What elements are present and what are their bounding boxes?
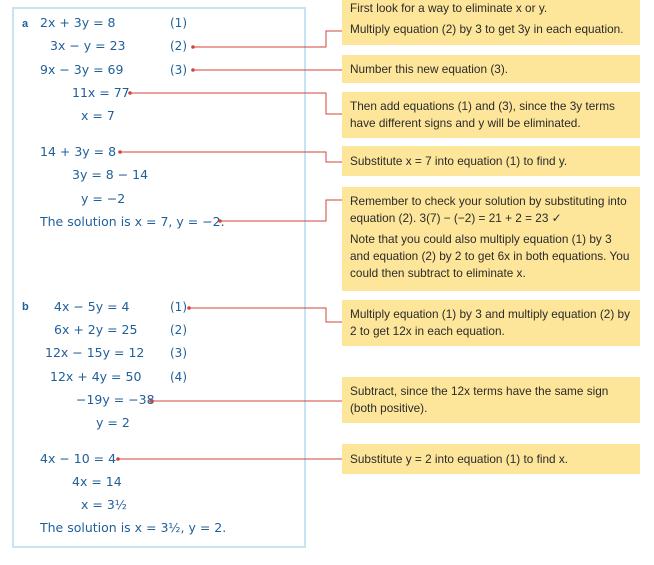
note-box: Substitute x = 7 into equation (1) to fi… <box>342 146 640 176</box>
note-text: Multiply equation (1) by 3 and multiply … <box>350 307 630 338</box>
worked-solution-panel <box>12 7 306 548</box>
note-text: Number this new equation (3). <box>350 62 509 76</box>
note-text: Multiply equation (2) by 3 to get 3y in … <box>350 22 624 36</box>
note-box: Number this new equation (3). <box>342 55 640 83</box>
solution-line: The solution is x = 3½, y = 2. <box>40 520 227 535</box>
leader-dot <box>187 306 191 310</box>
equation-number: (1) <box>170 16 187 30</box>
equation-line: 9x − 3y = 69 <box>40 62 124 77</box>
note-text: Subtract, since the 12x terms have the s… <box>350 384 609 415</box>
equation-line: 4x − 10 = 4 <box>40 451 117 466</box>
note-box: Multiply equation (1) by 3 and multiply … <box>342 300 640 346</box>
equation-number: (3) <box>170 63 187 77</box>
note-box: Remember to check your solution by subst… <box>342 187 640 291</box>
equation-line: 4x = 14 <box>72 474 122 489</box>
leader-line <box>220 199 342 222</box>
note-box: First look for a way to eliminate x or y… <box>342 0 640 45</box>
equation-number: (1) <box>170 300 187 314</box>
leader-dot <box>128 91 132 95</box>
note-box: Subtract, since the 12x terms have the s… <box>342 377 640 423</box>
leader-dot <box>191 45 195 49</box>
leader-line <box>130 92 342 115</box>
equation-number: (2) <box>170 323 187 337</box>
equation-line: 3x − y = 23 <box>50 38 126 53</box>
leader-dot <box>218 219 222 223</box>
equation-line: 6x + 2y = 25 <box>54 322 138 337</box>
leader-dot <box>149 399 153 403</box>
equation-line: x = 3½ <box>81 497 127 512</box>
leader-line <box>193 30 342 48</box>
equation-number: (2) <box>170 39 187 53</box>
note-box: Then add equations (1) and (3), since th… <box>342 92 640 138</box>
note-text: Then add equations (1) and (3), since th… <box>350 99 615 130</box>
leader-line <box>120 151 342 163</box>
part-a-label: a <box>22 18 29 30</box>
equation-line: 2x + 3y = 8 <box>40 15 116 30</box>
part-b-label: b <box>22 301 29 313</box>
note-text: Note that you could also multiply equati… <box>350 232 630 280</box>
equation-line: 4x − 5y = 4 <box>54 299 130 314</box>
note-box: Substitute y = 2 into equation (1) to fi… <box>342 444 640 474</box>
note-text: Substitute x = 7 into equation (1) to fi… <box>350 154 568 168</box>
leader-dot <box>116 457 120 461</box>
equation-line: y = 2 <box>96 415 130 430</box>
equation-line: −19y = −38 <box>76 392 155 407</box>
leader-dot <box>118 150 122 154</box>
equation-line: 12x − 15y = 12 <box>45 345 145 360</box>
equation-line: 14 + 3y = 8 <box>40 144 117 159</box>
note-text: Substitute y = 2 into equation (1) to fi… <box>350 452 569 466</box>
equation-line: 3y = 8 − 14 <box>72 167 149 182</box>
solution-line: The solution is x = 7, y = −2. <box>40 214 225 229</box>
equation-number: (4) <box>170 370 187 384</box>
equation-number: (3) <box>170 346 187 360</box>
leader-line <box>189 307 342 323</box>
equation-line: 12x + 4y = 50 <box>50 369 142 384</box>
leader-dot <box>191 68 195 72</box>
equation-line: 11x = 77 <box>72 85 130 100</box>
note-text: First look for a way to eliminate x or y… <box>350 1 548 15</box>
equation-line: x = 7 <box>81 108 115 123</box>
equation-line: y = −2 <box>81 191 126 206</box>
note-text: Remember to check your solution by subst… <box>350 194 627 225</box>
